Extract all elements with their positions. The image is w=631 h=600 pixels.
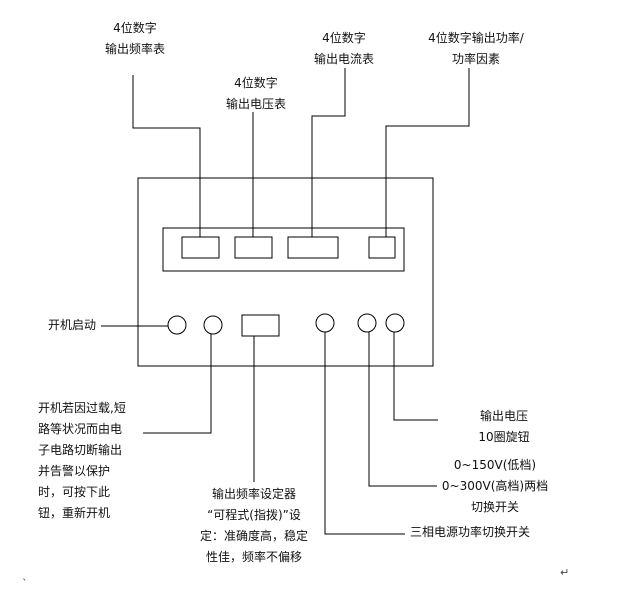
restart-label-line: 子电路切断输出: [38, 443, 123, 457]
current-meter-label: 4位数字 输出电流表: [302, 28, 386, 70]
phase-switch-knob[interactable]: [315, 313, 335, 333]
restart-label-line: 时，可按下此: [38, 485, 111, 499]
power-meter-label-line: 4位数字输出功率/: [428, 31, 524, 45]
phase-switch-label: 三相电源功率切换开关: [410, 525, 531, 539]
restart-label-line: 路等状况而由电: [38, 422, 123, 436]
voltage-knob[interactable]: [385, 313, 405, 333]
return-mark-icon: ↵: [560, 566, 570, 579]
current-meter-label-line: 输出电流表: [313, 52, 374, 66]
freq-setter-label-line: 输出频率设定器: [211, 487, 296, 501]
freq-meter-leader: [132, 75, 201, 237]
freq-meter-label: 4位数字 输出频率表: [93, 18, 177, 60]
restart-button[interactable]: [203, 315, 223, 335]
power-meter-label-line: 功率因素: [451, 52, 500, 66]
voltage-meter-label-line: 输出电压表: [225, 97, 286, 111]
voltage-meter-label: 4位数字 输出电压表: [214, 73, 298, 115]
restart-label-line: 并告警以保护: [38, 464, 111, 478]
voltage-meter-display: [234, 236, 273, 259]
restart-label-line: 开机若因过载,短: [38, 401, 126, 415]
voltage-knob-leader: [393, 332, 438, 421]
display-window: [162, 227, 405, 272]
voltage-knob-label: 输出电压 10圈旋钮: [468, 406, 540, 448]
freq-meter-label-line: 输出频率表: [104, 42, 165, 56]
current-meter-display: [287, 236, 339, 259]
restart-leader: [143, 334, 212, 434]
freq-meter-display: [181, 236, 220, 259]
range-switch-leader: [368, 332, 437, 487]
range-switch-label-line: 0~300V(高档)两档: [441, 479, 549, 493]
freq-setter-label: 输出频率设定器 “可程式(指拨)”设 定：准确度高，稳定 性佳，频率不偏移: [188, 484, 320, 568]
range-switch-label-line: 0~150V(低档): [453, 458, 537, 472]
power-meter-label: 4位数字输出功率/ 功率因素: [414, 28, 538, 70]
power-on-label: 开机启动: [48, 318, 97, 332]
freq-meter-label-line: 4位数字: [113, 21, 157, 35]
range-switch-knob[interactable]: [357, 313, 377, 333]
freq-setter-label-line: 定：准确度高，稳定: [199, 529, 308, 543]
freq-setter-label-line: “可程式(指拨)”设: [207, 508, 301, 522]
restart-label-line: 钮，重新开机: [38, 506, 111, 520]
range-switch-label-line: 切换开关: [470, 500, 519, 514]
corner-mark-left: ˎ: [22, 568, 28, 581]
range-switch-label: 0~150V(低档) 0~300V(高档)两档 切换开关: [430, 455, 560, 518]
current-meter-label-line: 4位数字: [322, 31, 366, 45]
power-on-button[interactable]: [167, 315, 187, 335]
voltage-knob-label-line: 输出电压: [479, 409, 528, 423]
voltage-knob-label-line: 10圈旋钮: [478, 430, 530, 444]
freq-setter-label-line: 性佳，频率不偏移: [205, 550, 302, 564]
power-meter-display: [368, 236, 396, 259]
current-meter-leader: [311, 68, 346, 237]
leader-lines: [101, 68, 470, 535]
power-meter-leader: [385, 68, 470, 237]
front-panel: [137, 177, 434, 367]
phase-switch-leader: [324, 332, 405, 535]
freq-setter-switch[interactable]: [241, 314, 280, 337]
restart-label: 开机若因过载,短 路等状况而由电 子电路切断输出 并告警以保护 时，可按下此 钮…: [38, 398, 126, 524]
voltage-meter-label-line: 4位数字: [234, 76, 278, 90]
